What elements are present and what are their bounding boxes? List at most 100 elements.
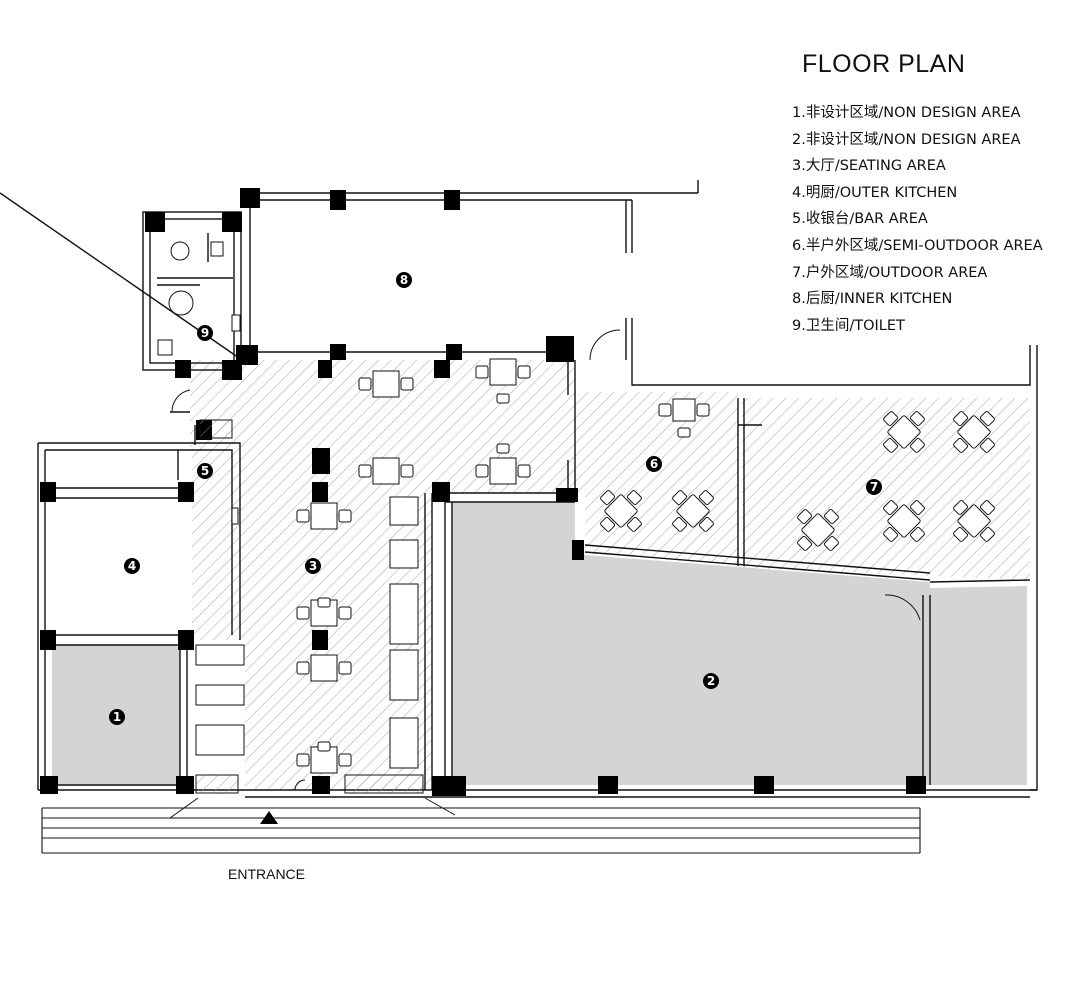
diagonal-table-set	[883, 411, 925, 453]
table	[801, 513, 835, 547]
chair	[909, 526, 925, 542]
diagonal-table-set	[797, 509, 839, 551]
chair	[496, 393, 510, 404]
chair	[909, 500, 925, 516]
legend-item-3: 3.大厅/SEATING AREA	[792, 158, 946, 175]
table	[676, 494, 710, 528]
chair	[696, 403, 710, 417]
area-marker-label: 6	[650, 457, 658, 471]
chair	[953, 500, 969, 516]
chair	[658, 403, 672, 417]
chair	[338, 509, 352, 523]
area-marker-label: 5	[201, 464, 209, 478]
walls	[0, 180, 1038, 798]
diagonal-table-set	[883, 500, 925, 542]
chair	[672, 490, 688, 506]
area-marker-2: 2	[703, 673, 719, 689]
area-marker-label: 9	[201, 326, 209, 340]
chair	[823, 509, 839, 525]
area-marker-9: 9	[197, 325, 213, 341]
area-marker-5: 5	[197, 463, 213, 479]
table	[887, 415, 921, 449]
table	[957, 415, 991, 449]
chair	[979, 526, 995, 542]
table	[489, 457, 517, 485]
chair	[883, 526, 899, 542]
chair	[296, 753, 310, 767]
chair	[979, 437, 995, 453]
furniture-layer	[296, 358, 995, 774]
chair	[883, 411, 899, 427]
area-marker-label: 2	[707, 674, 715, 688]
table	[672, 398, 696, 422]
chair	[797, 535, 813, 551]
area-marker-label: 8	[400, 273, 408, 287]
diagonal-table-set	[600, 490, 642, 532]
non-design-area-2-fill	[452, 502, 1027, 785]
area-marker-7: 7	[866, 479, 882, 495]
chair	[909, 437, 925, 453]
table	[372, 370, 400, 398]
table	[604, 494, 638, 528]
semi-outdoor-area-hatch	[575, 392, 738, 565]
chair	[317, 597, 331, 608]
area-marker-8: 8	[396, 272, 412, 288]
legend-item-5: 5.收银台/BAR AREA	[792, 211, 928, 228]
legend-item-4: 4.明厨/OUTER KITCHEN	[792, 184, 958, 201]
chair	[953, 526, 969, 542]
page-title: FLOOR PLAN	[802, 50, 966, 78]
diagonal-table-set	[953, 411, 995, 453]
chair	[953, 411, 969, 427]
table-set	[672, 398, 696, 422]
chair	[338, 661, 352, 675]
fixtures	[157, 241, 424, 794]
diagonal-table-set	[953, 500, 995, 542]
legend-item-7: 7.户外区域/OUTDOOR AREA	[792, 264, 988, 281]
legend-item-6: 6.半户外区域/SEMI-OUTDOOR AREA	[792, 237, 1043, 254]
entrance-arrow-icon	[260, 811, 278, 824]
chair	[677, 427, 691, 438]
chair	[672, 516, 688, 532]
area-marker-label: 1	[113, 710, 121, 724]
chair	[883, 437, 899, 453]
chair	[338, 753, 352, 767]
chair	[698, 490, 714, 506]
area-marker-label: 3	[309, 559, 317, 573]
chair	[979, 500, 995, 516]
area-marker-6: 6	[646, 456, 662, 472]
chair	[475, 365, 489, 379]
chair	[358, 377, 372, 391]
chair	[517, 365, 531, 379]
chair	[626, 516, 642, 532]
chair	[400, 464, 414, 478]
table	[489, 358, 517, 386]
chair	[600, 516, 616, 532]
chair	[626, 490, 642, 506]
chair	[979, 411, 995, 427]
area-marker-3: 3	[305, 558, 321, 574]
table-set	[310, 654, 338, 682]
legend-item-8: 8.后厨/INNER KITCHEN	[792, 291, 953, 308]
table-set	[489, 358, 517, 386]
doors	[169, 329, 921, 819]
legend-item-2: 2.非设计区域/NON DESIGN AREA	[792, 131, 1021, 148]
area-marker-label: 7	[870, 480, 878, 494]
chair	[600, 490, 616, 506]
area-marker-1: 1	[109, 709, 125, 725]
area-legend: 1.非设计区域/NON DESIGN AREA 2.非设计区域/NON DESI…	[792, 100, 1043, 339]
table	[957, 504, 991, 538]
chair	[823, 535, 839, 551]
chair	[883, 500, 899, 516]
chair	[475, 464, 489, 478]
chair	[517, 464, 531, 478]
chair	[317, 741, 331, 752]
chair	[698, 516, 714, 532]
table-set	[489, 457, 517, 485]
legend-item-1: 1.非设计区域/NON DESIGN AREA	[792, 105, 1021, 121]
chair	[296, 509, 310, 523]
table-set	[372, 370, 400, 398]
table	[310, 502, 338, 530]
chair	[296, 606, 310, 620]
